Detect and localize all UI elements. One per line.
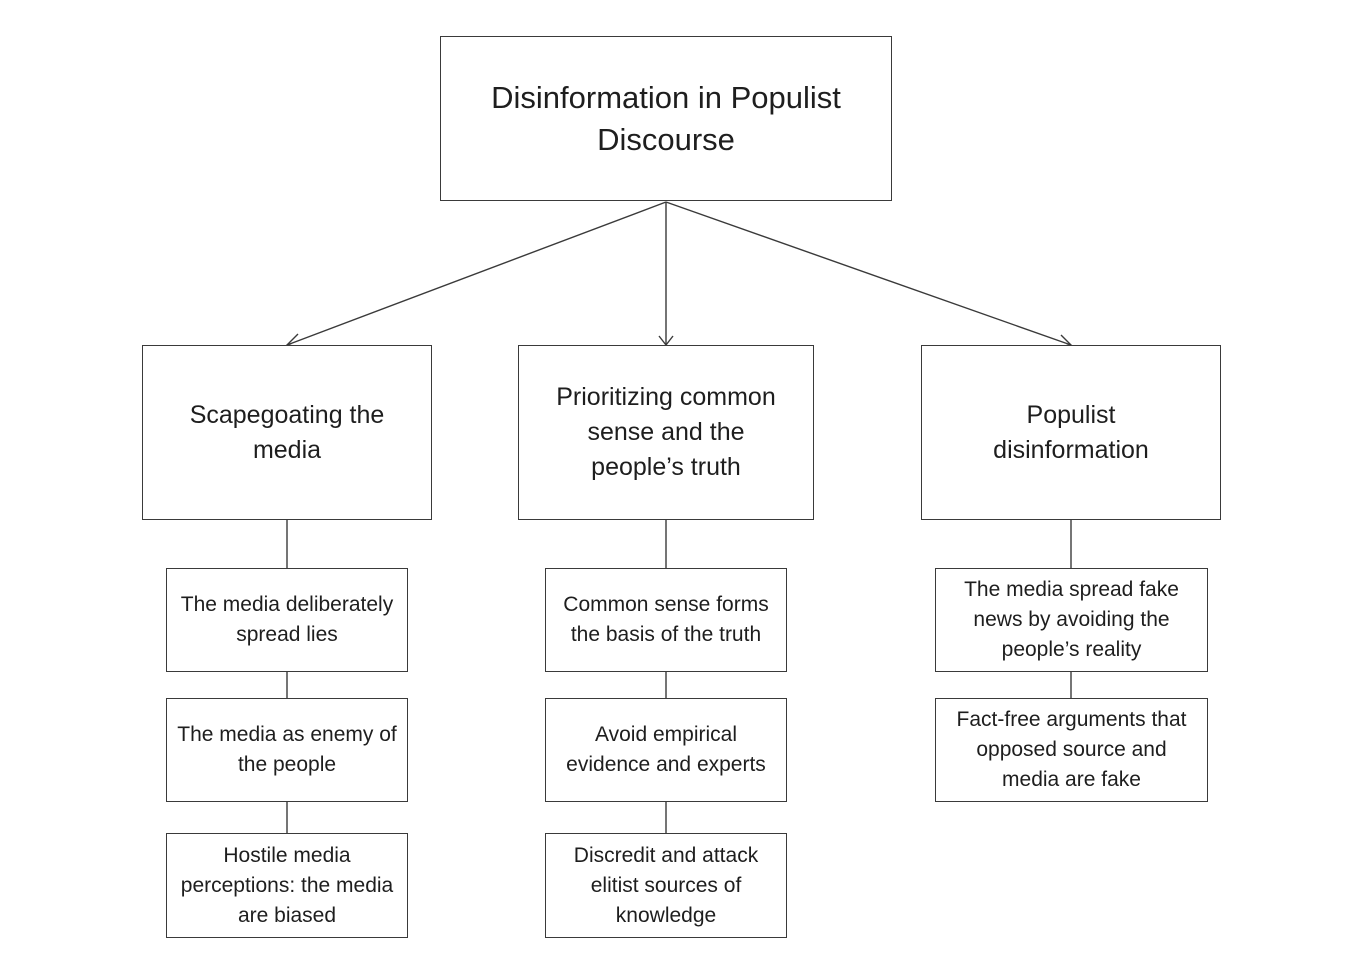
item-label: Common sense forms the basis of the trut… xyxy=(563,593,769,646)
item-node: The media as enemy of the people xyxy=(166,698,408,802)
category-node-scapegoating: Scapegoating the media xyxy=(142,345,432,520)
item-label: The media spread fake news by avoiding t… xyxy=(964,578,1179,661)
root-node: Disinformation in Populist Discourse xyxy=(440,36,892,201)
category-node-populist-disinformation: Populist disinformation xyxy=(921,345,1221,520)
category-label-common-sense: Prioritizing common sense and the people… xyxy=(556,383,776,481)
item-label: The media deliberately spread lies xyxy=(180,593,394,646)
category-label-populist-disinformation: Populist disinformation xyxy=(993,400,1149,464)
arrow-root-to-scapegoating xyxy=(286,201,667,346)
item-node: Discredit and attack elitist sources of … xyxy=(545,833,787,938)
item-label: Avoid empirical evidence and experts xyxy=(566,723,766,776)
item-node: Common sense forms the basis of the trut… xyxy=(545,568,787,672)
category-label-scapegoating: Scapegoating the media xyxy=(189,400,385,464)
item-label: Hostile media perceptions: the media are… xyxy=(180,843,394,927)
item-label: The media as enemy of the people xyxy=(177,723,397,776)
item-node: Avoid empirical evidence and experts xyxy=(545,698,787,802)
item-node: The media deliberately spread lies xyxy=(166,568,408,672)
item-node: The media spread fake news by avoiding t… xyxy=(935,568,1208,672)
item-node: Hostile media perceptions: the media are… xyxy=(166,833,408,938)
item-node: Fact-free arguments that opposed source … xyxy=(935,698,1208,802)
root-node-label: Disinformation in Populist Discourse xyxy=(491,79,841,157)
item-label: Fact-free arguments that opposed source … xyxy=(956,708,1187,791)
arrow-root-to-populist-disinformation xyxy=(665,201,1072,346)
item-label: Discredit and attack elitist sources of … xyxy=(573,843,759,927)
category-node-common-sense: Prioritizing common sense and the people… xyxy=(518,345,814,520)
